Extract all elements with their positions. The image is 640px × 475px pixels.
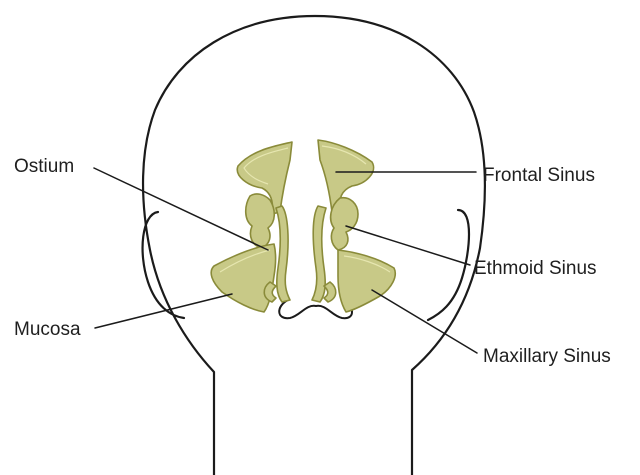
septum-right — [312, 206, 326, 302]
sinus-group-left — [211, 142, 292, 312]
ethmoid-sinus-right — [331, 198, 358, 250]
nasal-arch-right — [324, 282, 336, 302]
maxillary-sinus-left — [211, 244, 275, 312]
ostium-leader — [94, 168, 268, 250]
left-ear — [143, 212, 184, 318]
ethmoid-sinus-label: Ethmoid Sinus — [474, 258, 597, 279]
maxillary-sinus-leader — [372, 290, 477, 353]
frontal-sinus-label: Frontal Sinus — [483, 165, 595, 186]
ethmoid-sinus-left — [246, 194, 275, 248]
maxillary-sinus-label: Maxillary Sinus — [483, 346, 611, 367]
sinus-group-right — [312, 140, 395, 312]
septum-left — [276, 206, 290, 302]
mucosa-label: Mucosa — [14, 319, 81, 340]
mucosa-leader — [95, 294, 232, 328]
maxillary-sinus-right — [338, 250, 395, 312]
ostium-label: Ostium — [14, 156, 74, 177]
